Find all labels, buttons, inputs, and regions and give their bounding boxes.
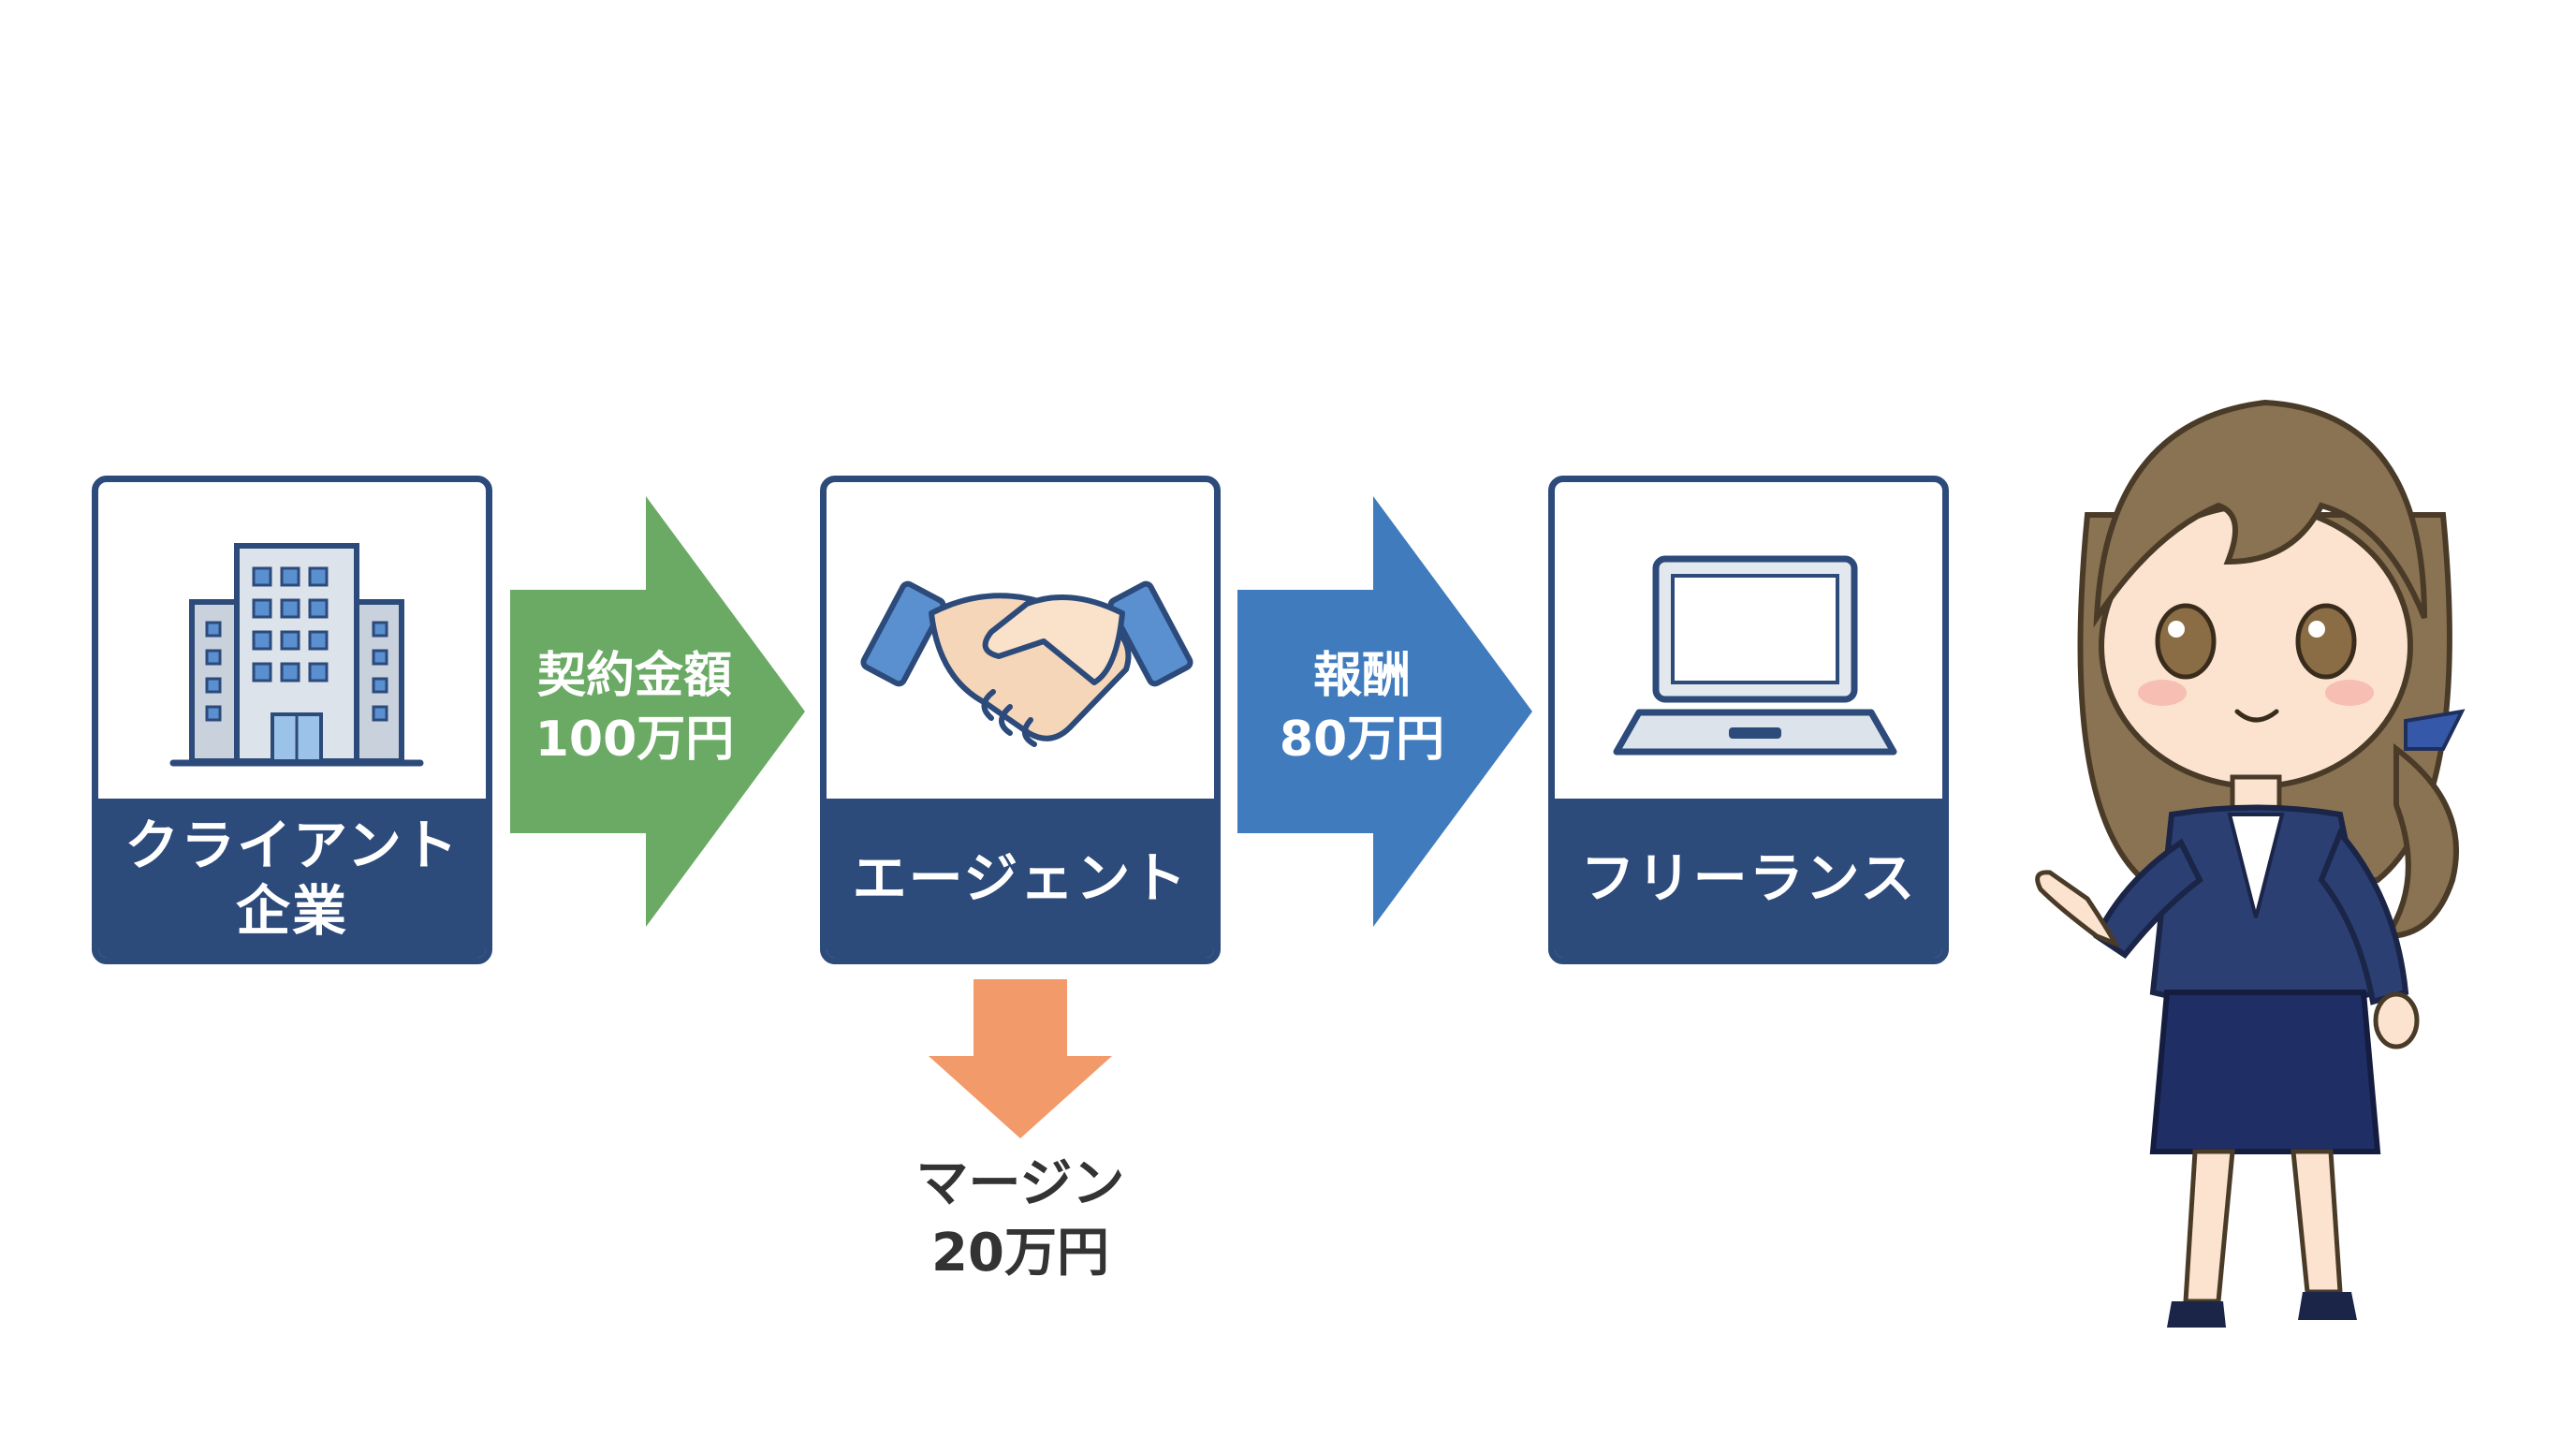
contract-amount-arrow [510, 496, 805, 927]
reward-text: 報酬 80万円 [1279, 648, 1445, 768]
agent-label: エージェント [827, 799, 1214, 958]
agent-box: エージェント [820, 476, 1221, 964]
client-company-label: クライアント 企業 [98, 799, 486, 958]
margin-arrow-shape [929, 979, 1112, 1138]
client-company-box: クライアント 企業 [92, 476, 492, 964]
reward-arrow-shape [1237, 496, 1532, 927]
office-building-icon [169, 543, 424, 767]
handshake-icon [860, 580, 1193, 747]
contract-amount-text: 契約金額 100万円 [534, 648, 735, 768]
reward-arrow [1237, 496, 1532, 927]
contract-arrow-shape [510, 496, 805, 927]
margin-text: マージン 20万円 [915, 1153, 1125, 1284]
margin-arrow [929, 979, 1112, 1138]
laptop-icon [1613, 555, 1897, 756]
freelance-box: フリーランス [1548, 476, 1949, 964]
freelance-label: フリーランス [1555, 799, 1942, 958]
woman-pointing-illustration [2035, 399, 2466, 1328]
